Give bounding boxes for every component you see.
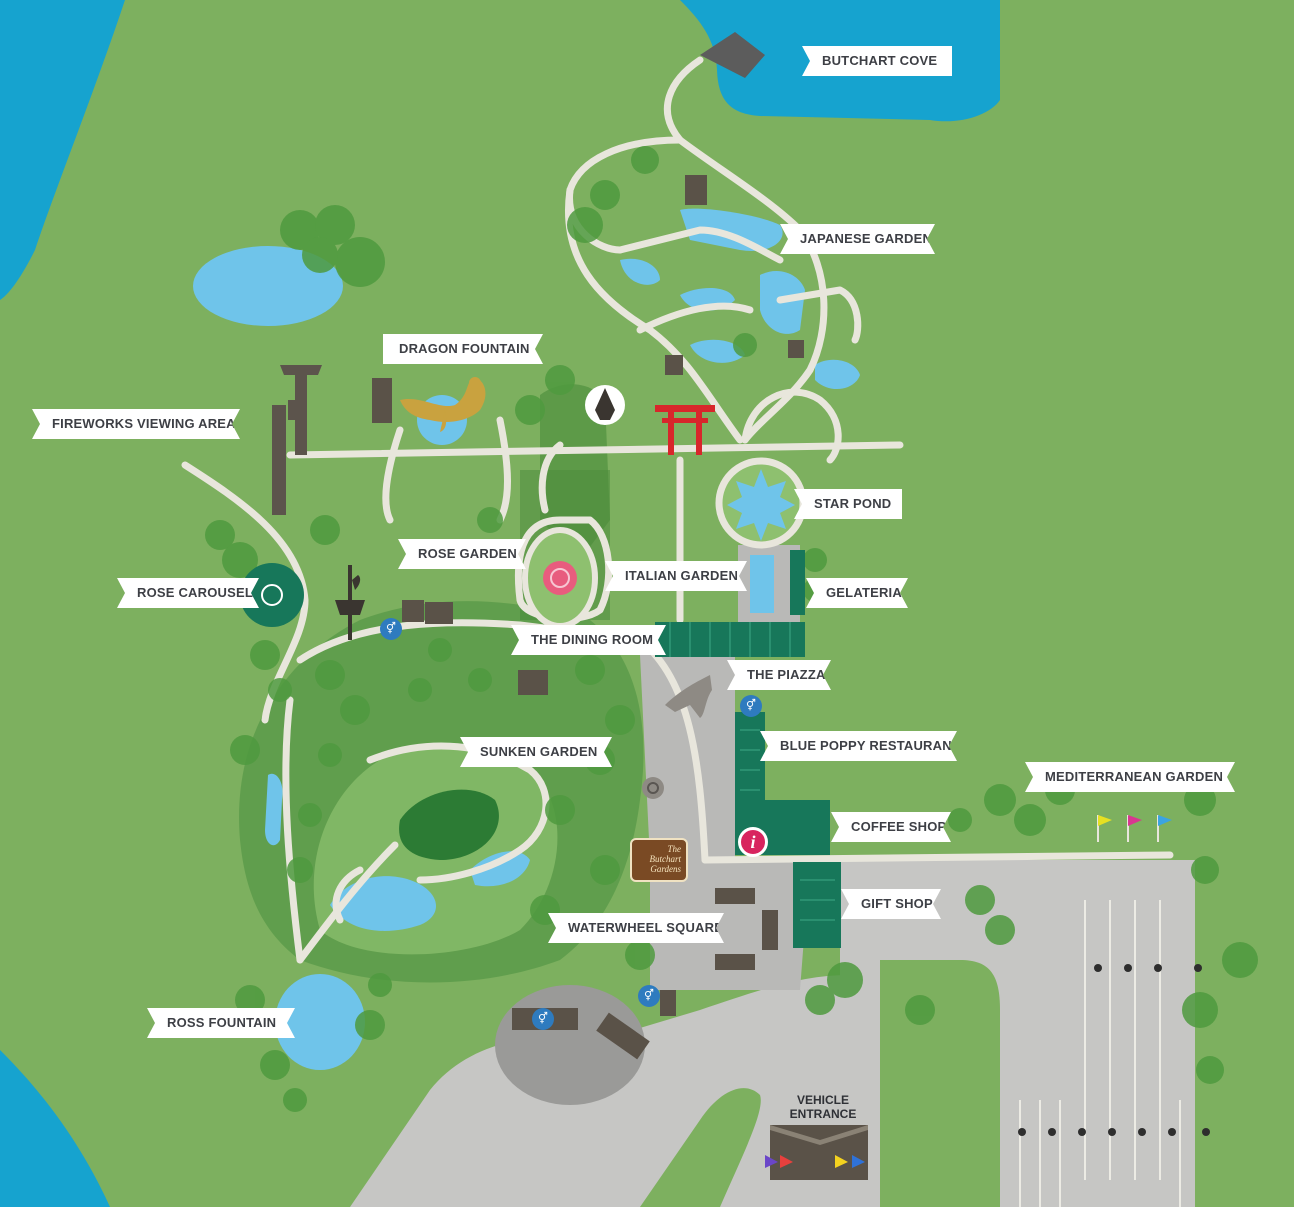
- label-fireworks-viewing-area[interactable]: FIREWORKS VIEWING AREA: [32, 409, 240, 439]
- totem-pole-icon: [272, 365, 322, 515]
- restroom-icon[interactable]: ⚥: [638, 985, 660, 1007]
- ross-fountain-pond: [275, 974, 365, 1070]
- label-the-dining-room[interactable]: THE DINING ROOM: [511, 625, 666, 655]
- flags-icon: [1097, 815, 1172, 842]
- info-icon[interactable]: i: [738, 827, 768, 857]
- label-japanese-garden[interactable]: JAPANESE GARDEN: [780, 224, 935, 254]
- ocean-top-left: [0, 0, 125, 300]
- label-butchart-cove[interactable]: BUTCHART COVE: [802, 46, 952, 76]
- logo-line3: Gardens: [650, 864, 681, 874]
- restroom-icon[interactable]: ⚥: [740, 695, 762, 717]
- snail-statue-icon: [642, 777, 664, 799]
- restroom-icon[interactable]: ⚥: [380, 618, 402, 640]
- logo-line2: Butchart: [649, 854, 682, 864]
- label-vehicle-entrance[interactable]: VEHICLE ENTRANCE: [778, 1093, 868, 1121]
- buildings: [655, 550, 841, 948]
- label-gelateria[interactable]: GELATERIA: [806, 578, 908, 608]
- plaza: [640, 655, 810, 990]
- label-gift-shop[interactable]: GIFT SHOP: [841, 889, 941, 919]
- carousel-horse-icon: [335, 565, 365, 640]
- pond-west: [193, 246, 343, 326]
- vehicle-entrance-line1: VEHICLE: [796, 1093, 849, 1107]
- label-ross-fountain[interactable]: ROSS FOUNTAIN: [147, 1008, 295, 1038]
- butchart-gardens-logo: The Butchart Gardens: [630, 838, 688, 882]
- dragon-statue-icon: [400, 377, 486, 432]
- label-mediterranean-garden[interactable]: MEDITERRANEAN GARDEN: [1025, 762, 1235, 792]
- label-sunken-garden[interactable]: SUNKEN GARDEN: [460, 737, 612, 767]
- logo-line1: The: [667, 844, 682, 854]
- label-star-pond[interactable]: STAR POND: [794, 489, 902, 519]
- label-dragon-fountain[interactable]: DRAGON FOUNTAIN: [383, 334, 543, 364]
- label-italian-garden[interactable]: ITALIAN GARDEN: [605, 561, 747, 591]
- label-waterwheel-square[interactable]: WATERWHEEL SQUARE: [548, 913, 724, 943]
- label-coffee-shop[interactable]: COFFEE SHOP: [831, 812, 951, 842]
- vehicle-entrance-line2: ENTRANCE: [789, 1107, 857, 1121]
- label-rose-garden[interactable]: ROSE GARDEN: [398, 539, 526, 569]
- restroom-icon[interactable]: ⚥: [532, 1008, 554, 1030]
- label-the-piazza[interactable]: THE PIAZZA: [727, 660, 831, 690]
- label-blue-poppy-restaurant[interactable]: BLUE POPPY RESTAURANT: [760, 731, 957, 761]
- boar-statue-icon: [665, 675, 712, 718]
- ocean-bottom-left: [0, 1050, 110, 1207]
- torii-gate-icon: [655, 405, 715, 455]
- label-rose-carousel[interactable]: ROSE CAROUSEL: [117, 578, 259, 608]
